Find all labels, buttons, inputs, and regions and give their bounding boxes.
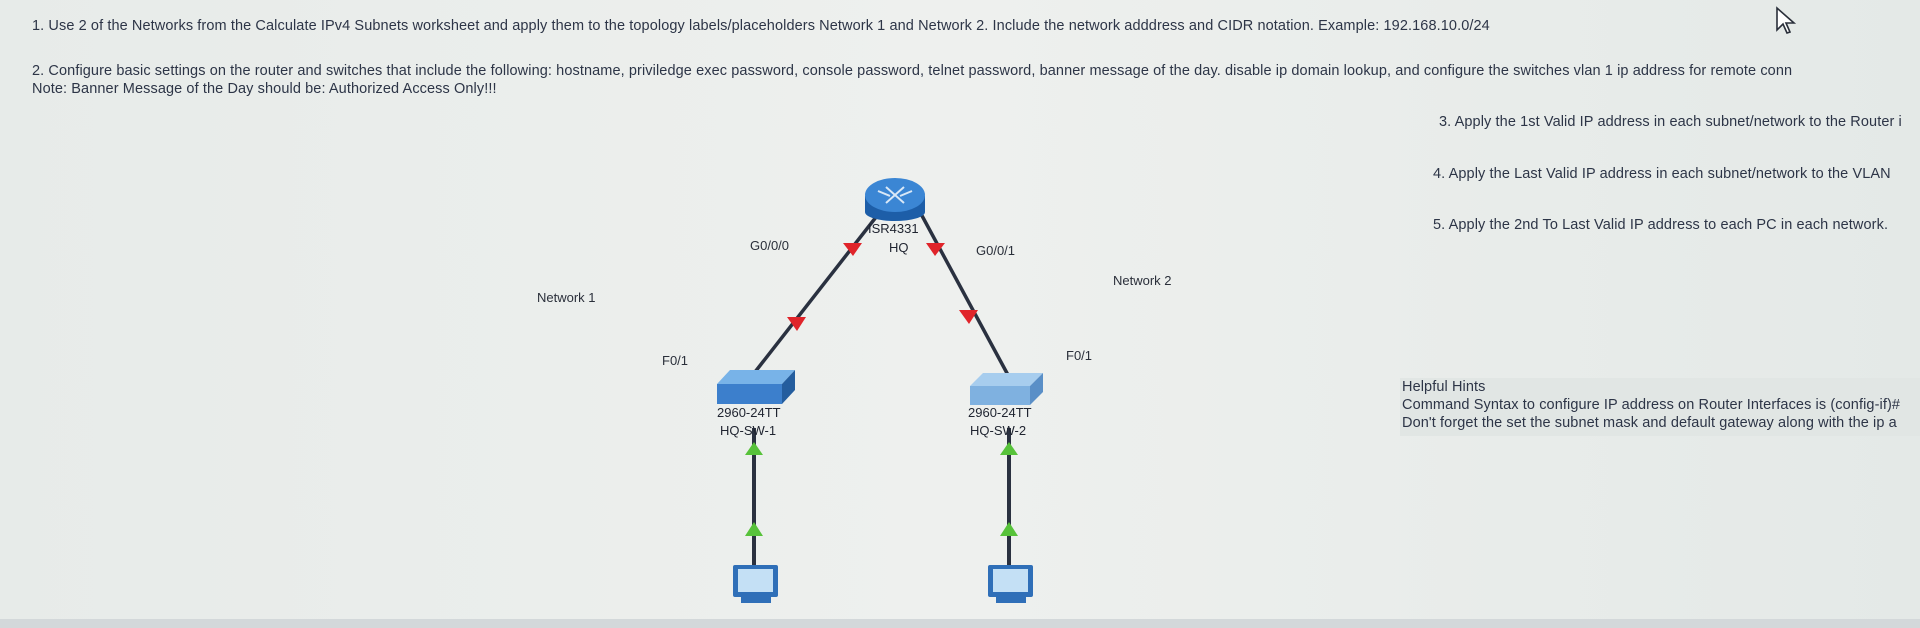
switch1-icon[interactable] bbox=[717, 370, 795, 404]
switch1-model-label: 2960-24TT bbox=[717, 405, 781, 420]
switch2-model-label: 2960-24TT bbox=[968, 405, 1032, 420]
helpful-hints-line-1: Command Syntax to configure IP address o… bbox=[1402, 397, 1901, 413]
link-up-marker bbox=[745, 522, 763, 536]
router-port-right-label: G0/0/1 bbox=[976, 243, 1016, 258]
router-port-left-label: G0/0/0 bbox=[750, 238, 790, 253]
switch2-name-label: HQ-SW-2 bbox=[970, 423, 1027, 438]
link-down-marker bbox=[843, 243, 862, 256]
switch2-port-label: F0/1 bbox=[1066, 348, 1093, 363]
pc1-icon[interactable] bbox=[733, 565, 778, 603]
pc2-icon[interactable] bbox=[988, 565, 1033, 603]
link-down-marker bbox=[787, 317, 806, 331]
instruction-step-1: 1. Use 2 of the Networks from the Calcul… bbox=[32, 18, 1490, 34]
bottom-scrollbar[interactable] bbox=[0, 619, 1920, 628]
helpful-hints-box bbox=[1400, 378, 1920, 436]
helpful-hints-title: Helpful Hints bbox=[1402, 379, 1486, 395]
instruction-step-3: 3. Apply the 1st Valid IP address in eac… bbox=[1439, 114, 1902, 130]
instruction-note: Note: Banner Message of the Day should b… bbox=[32, 81, 497, 97]
switch1-port-label: F0/1 bbox=[662, 353, 689, 368]
switch1-name-label: HQ-SW-1 bbox=[720, 423, 777, 438]
link-up-marker bbox=[1000, 442, 1018, 455]
mouse-cursor-icon bbox=[1776, 6, 1797, 34]
helpful-hints-line-2: Don't forget the set the subnet mask and… bbox=[1402, 415, 1897, 431]
link-router-switch1 bbox=[753, 210, 882, 374]
router-model-label: ISR4331 bbox=[868, 221, 919, 236]
link-down-marker bbox=[926, 243, 945, 256]
network-1-label[interactable]: Network 1 bbox=[537, 290, 596, 305]
router-name-label: HQ bbox=[889, 240, 909, 255]
link-up-marker bbox=[745, 442, 763, 455]
link-down-marker bbox=[959, 310, 978, 324]
switch2-icon[interactable] bbox=[970, 373, 1043, 405]
instruction-step-2: 2. Configure basic settings on the route… bbox=[32, 63, 1793, 79]
network-2-label[interactable]: Network 2 bbox=[1113, 273, 1172, 288]
instruction-step-5: 5. Apply the 2nd To Last Valid IP addres… bbox=[1433, 217, 1889, 233]
link-router-switch2 bbox=[918, 211, 1010, 376]
instruction-step-4: 4. Apply the Last Valid IP address in ea… bbox=[1433, 166, 1891, 182]
router-icon[interactable] bbox=[865, 178, 925, 221]
link-up-marker bbox=[1000, 522, 1018, 536]
